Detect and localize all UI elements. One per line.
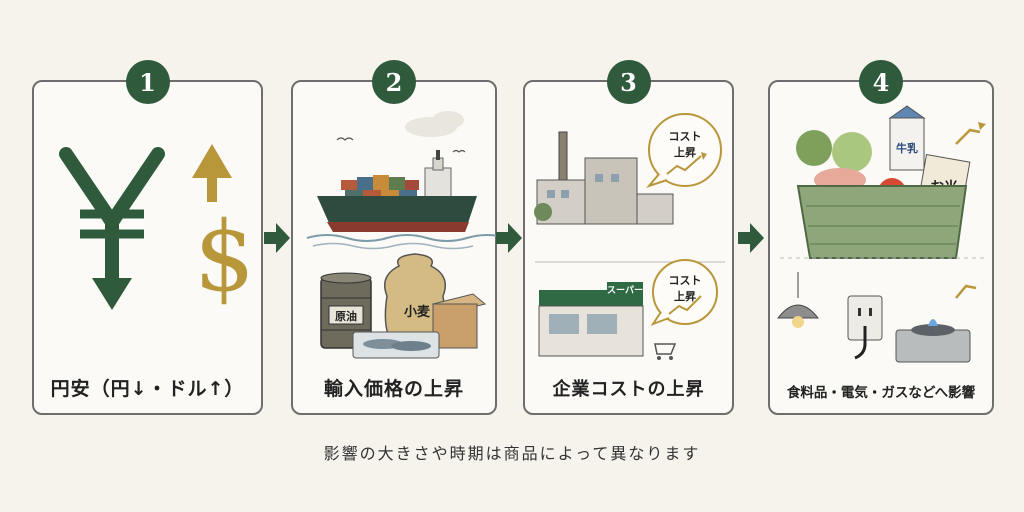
step-2-panel: 2: [291, 60, 499, 415]
corporate-cost-illustration: コスト 上昇 スーパー コスト 上昇: [534, 113, 725, 360]
step-3-panel: 3 コスト 上昇 スーパー: [523, 60, 734, 415]
container-ship-icon: [306, 150, 499, 250]
cardboard-box-icon: [431, 293, 487, 349]
wheat-label: 小麦: [404, 304, 431, 320]
bubble-text-line1: コスト: [669, 274, 702, 287]
dollar-up-icon: $: [192, 144, 255, 313]
consumer-impact-illustration: 牛乳 お米: [776, 105, 986, 363]
cost-rise-bubble-icon: コスト 上昇: [645, 113, 722, 189]
supermarket-icon: スーパー: [538, 282, 677, 360]
step-badge: 2: [372, 60, 416, 104]
milk-label: 牛乳: [896, 141, 918, 155]
svg-text:$: $: [194, 201, 255, 313]
power-outlet-icon: [847, 295, 883, 360]
oil-label: 原油: [335, 309, 357, 323]
step-caption: 食料品・電気・ガスなどへ影響: [786, 385, 976, 401]
step-caption: 輸入価格の上昇: [323, 378, 464, 400]
factory-icon: [534, 131, 674, 225]
right-arrow-icon: [264, 223, 290, 253]
oil-drum-icon: 原油: [320, 272, 372, 349]
bubble-text-line1: コスト: [669, 130, 702, 143]
electric-lamp-icon: [776, 272, 820, 328]
step-caption: 企業コストの上昇: [552, 379, 705, 400]
bubble-text-line2: 上昇: [674, 289, 696, 303]
step-1-panel: 1 $ 円安（円↓・ドル↑）: [32, 60, 263, 415]
step-badge: 3: [606, 60, 651, 104]
footer-note: 影響の大きさや時期は商品によって異なります: [323, 444, 701, 463]
import-illustration: 原油 小麦: [306, 111, 499, 359]
cost-rise-bubble-icon: コスト 上昇: [650, 259, 718, 327]
right-arrow-icon: [496, 223, 522, 253]
bubble-text-line2: 上昇: [674, 145, 696, 159]
store-sign: スーパー: [607, 284, 643, 296]
yen-down-dollar-up-illustration: $: [59, 144, 255, 313]
right-arrow-icon: [738, 223, 764, 253]
fish-tray-icon: [352, 331, 440, 359]
gas-stove-icon: [895, 284, 977, 363]
step-badge: 4: [859, 60, 903, 104]
yen-down-icon: [59, 147, 165, 310]
step-4-panel: 4 牛乳 お米: [768, 60, 994, 415]
step-caption: 円安（円↓・ドル↑）: [50, 378, 245, 400]
step-badge: 1: [125, 60, 170, 104]
grocery-basket-icon: 牛乳 お米: [796, 105, 986, 259]
